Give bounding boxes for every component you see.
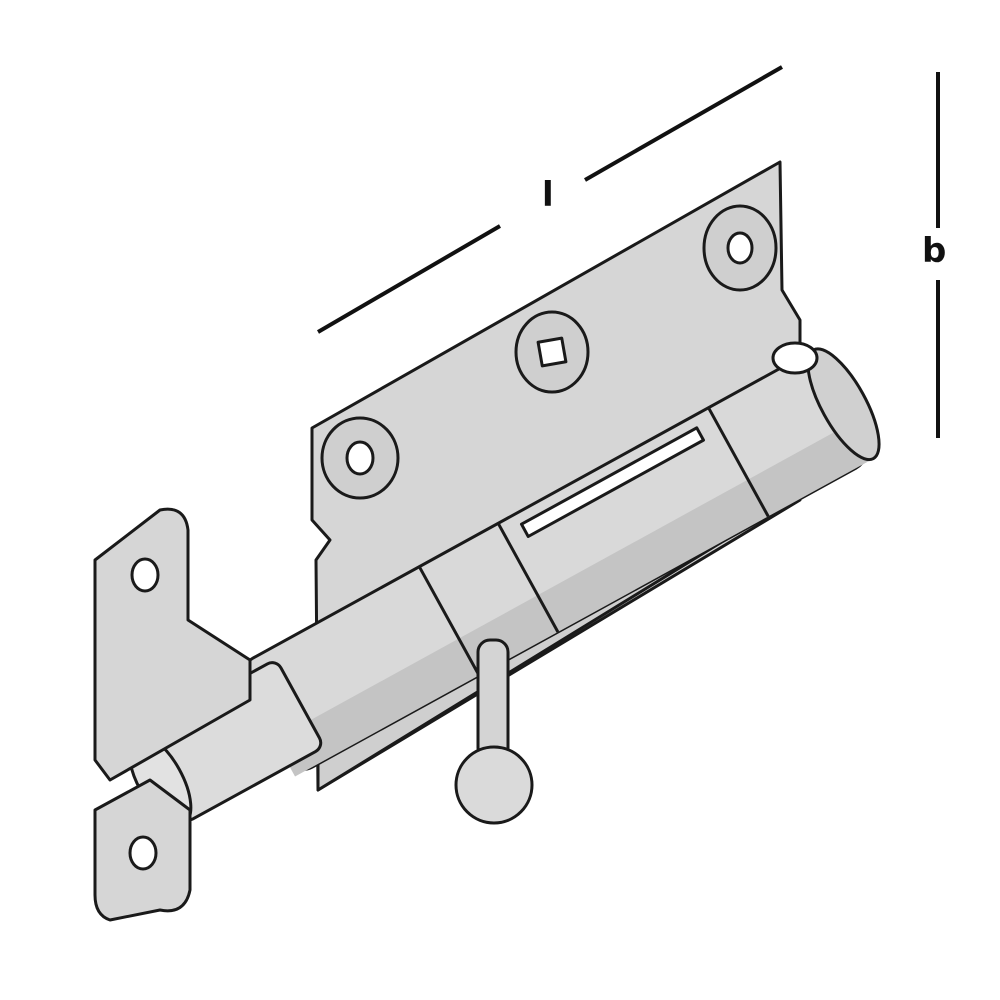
dimension-line-l-left [316,224,502,334]
screw-hole-square [514,310,590,394]
screw-hole-right [702,204,778,292]
dimension-label-width: b [922,231,947,271]
dimension-line-l-right [584,65,783,182]
dimension-label-length: l [542,175,554,215]
bolt-knob [454,638,534,825]
keeper-bracket [93,507,252,922]
rear-hole [771,341,819,375]
screw-hole-left [320,416,400,500]
